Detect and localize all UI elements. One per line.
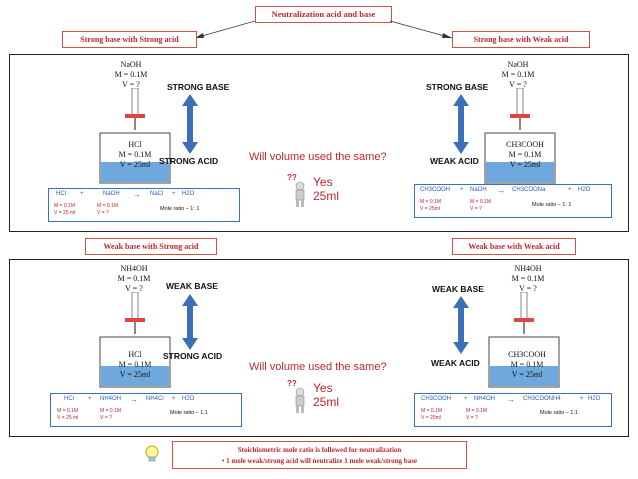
- equation-box-left-1: [48, 188, 240, 222]
- thinking-person-icon: ??: [287, 173, 305, 207]
- answer-text-1: Yes 25ml: [313, 175, 340, 203]
- eq-reactant1: HCl: [64, 396, 74, 402]
- svg-text:??: ??: [287, 379, 297, 388]
- weak-base-label-2: WEAK BASE: [166, 281, 218, 291]
- category-weak-base-weak-acid: Weak base with Weak acid: [452, 238, 576, 255]
- eq-plus: +: [172, 396, 176, 402]
- burette-label-left-1: NaOH M = 0.1M V = ?: [114, 60, 148, 89]
- eq-mole-ratio: Mole ratio – 1:1: [540, 410, 578, 416]
- equation-box-left-2: [50, 393, 242, 427]
- eq-product2: H2O: [182, 191, 195, 197]
- eq-reactant2: NaOH: [470, 187, 487, 193]
- answer-text-2: Yes 25ml: [313, 381, 340, 409]
- eq-product1: NaCl: [150, 191, 164, 197]
- burette-label-right-1: NaOH M = 0.1M V = ?: [501, 60, 535, 89]
- weak-acid-label-2: WEAK ACID: [431, 358, 480, 368]
- double-arrow-icon-left-2: [182, 294, 198, 350]
- lightbulb-icon: [145, 445, 159, 462]
- burette-icon: [125, 88, 145, 130]
- eq-product2: H2O: [578, 187, 591, 193]
- question-text-2: Will volume used the same?: [249, 361, 387, 373]
- beaker-label-left-2: HCl M = 0.1M V = 25ml: [118, 350, 152, 379]
- svg-text:??: ??: [287, 173, 297, 182]
- burette-icon: [125, 292, 145, 334]
- eq-plus: +: [464, 396, 468, 402]
- eq-plus: +: [88, 396, 92, 402]
- eq-plus: +: [460, 187, 464, 193]
- eq-product1: CH3COONH4: [523, 396, 561, 402]
- eq-plus: +: [580, 396, 584, 402]
- weak-acid-label-1: WEAK ACID: [430, 156, 479, 166]
- beaker-icon: [99, 132, 171, 184]
- beaker-label-left-1: HCl M = 0.1M V = 25ml: [118, 140, 152, 169]
- eq-plus: +: [80, 191, 84, 197]
- burette-icon: [514, 292, 534, 334]
- thinking-person-icon: ??: [287, 379, 305, 413]
- beaker-label-right-2: CH3COOH M = 0.1M V = 25ml: [508, 350, 546, 379]
- page-title: Neutralization acid and base: [255, 6, 392, 23]
- eq-arrow: →: [130, 395, 138, 404]
- strong-base-label-right-1: STRONG BASE: [426, 82, 489, 92]
- beaker-icon: [484, 132, 556, 184]
- title-connectors: [194, 20, 453, 39]
- burette-beaker-left-2: [99, 292, 171, 388]
- equation-box-right-1: [414, 184, 612, 218]
- eq-arrow: →: [133, 190, 141, 199]
- burette-beaker-right-2: [488, 292, 560, 388]
- footer-note: Stoichiometric mole ratio is followed fo…: [172, 441, 467, 469]
- eq-mole-ratio: Mole ratio – 1:1: [170, 410, 208, 416]
- eq-reactant1: HCl: [56, 191, 66, 197]
- equation-box-right-2: [414, 393, 612, 427]
- eq-reactant2: NH4OH: [100, 396, 122, 402]
- category-weak-base-strong-acid: Weak base with Strong acid: [85, 238, 217, 255]
- strong-acid-label-2: STRONG ACID: [163, 351, 223, 361]
- strong-base-label-1: STRONG BASE: [167, 82, 230, 92]
- weak-base-label-right-2: WEAK BASE: [432, 284, 484, 294]
- eq-product2: H2O: [588, 396, 601, 402]
- eq-reactant2: NaOH: [103, 191, 120, 197]
- beaker-label-right-1: CH3COOH M = 0.1M V = 25ml: [506, 140, 544, 169]
- burette-label-left-2: NH4OH M = 0.1M V = ?: [117, 264, 151, 293]
- burette-label-right-2: NH4OH M = 0.1M V = ?: [511, 264, 545, 293]
- eq-arrow: →: [497, 186, 505, 195]
- eq-plus: +: [172, 191, 176, 197]
- burette-beaker-left-1: [99, 88, 171, 184]
- eq-reactant1: CH3COOH: [421, 396, 452, 402]
- eq-product1: NH4Cl: [146, 396, 164, 402]
- eq-product2: H2O: [182, 396, 195, 402]
- eq-mole-ratio: Mole ratio – 1: 1: [532, 202, 572, 208]
- burette-beaker-right-1: [484, 88, 556, 184]
- question-text-1: Will volume used the same?: [249, 151, 387, 163]
- eq-plus: +: [568, 187, 572, 193]
- eq-reactant2: NH4OH: [474, 396, 496, 402]
- eq-mole-ratio: Mole ratio – 1: 1: [160, 206, 200, 212]
- category-strong-base-weak-acid: Strong base with Weak acid: [452, 31, 590, 48]
- strong-acid-label-1: STRONG ACID: [159, 156, 219, 166]
- category-strong-base-strong-acid: Strong base with Strong acid: [62, 31, 197, 48]
- beaker-icon: [99, 336, 171, 388]
- eq-reactant1: CH3COOH: [420, 187, 451, 193]
- double-arrow-icon-right-1: [453, 94, 469, 154]
- double-arrow-icon-right-2: [453, 296, 469, 354]
- eq-product1: CH3COONa: [512, 187, 546, 193]
- double-arrow-icon-left-1: [182, 94, 198, 154]
- burette-icon: [510, 88, 530, 130]
- beaker-icon: [488, 336, 560, 388]
- eq-arrow: →: [507, 395, 515, 404]
